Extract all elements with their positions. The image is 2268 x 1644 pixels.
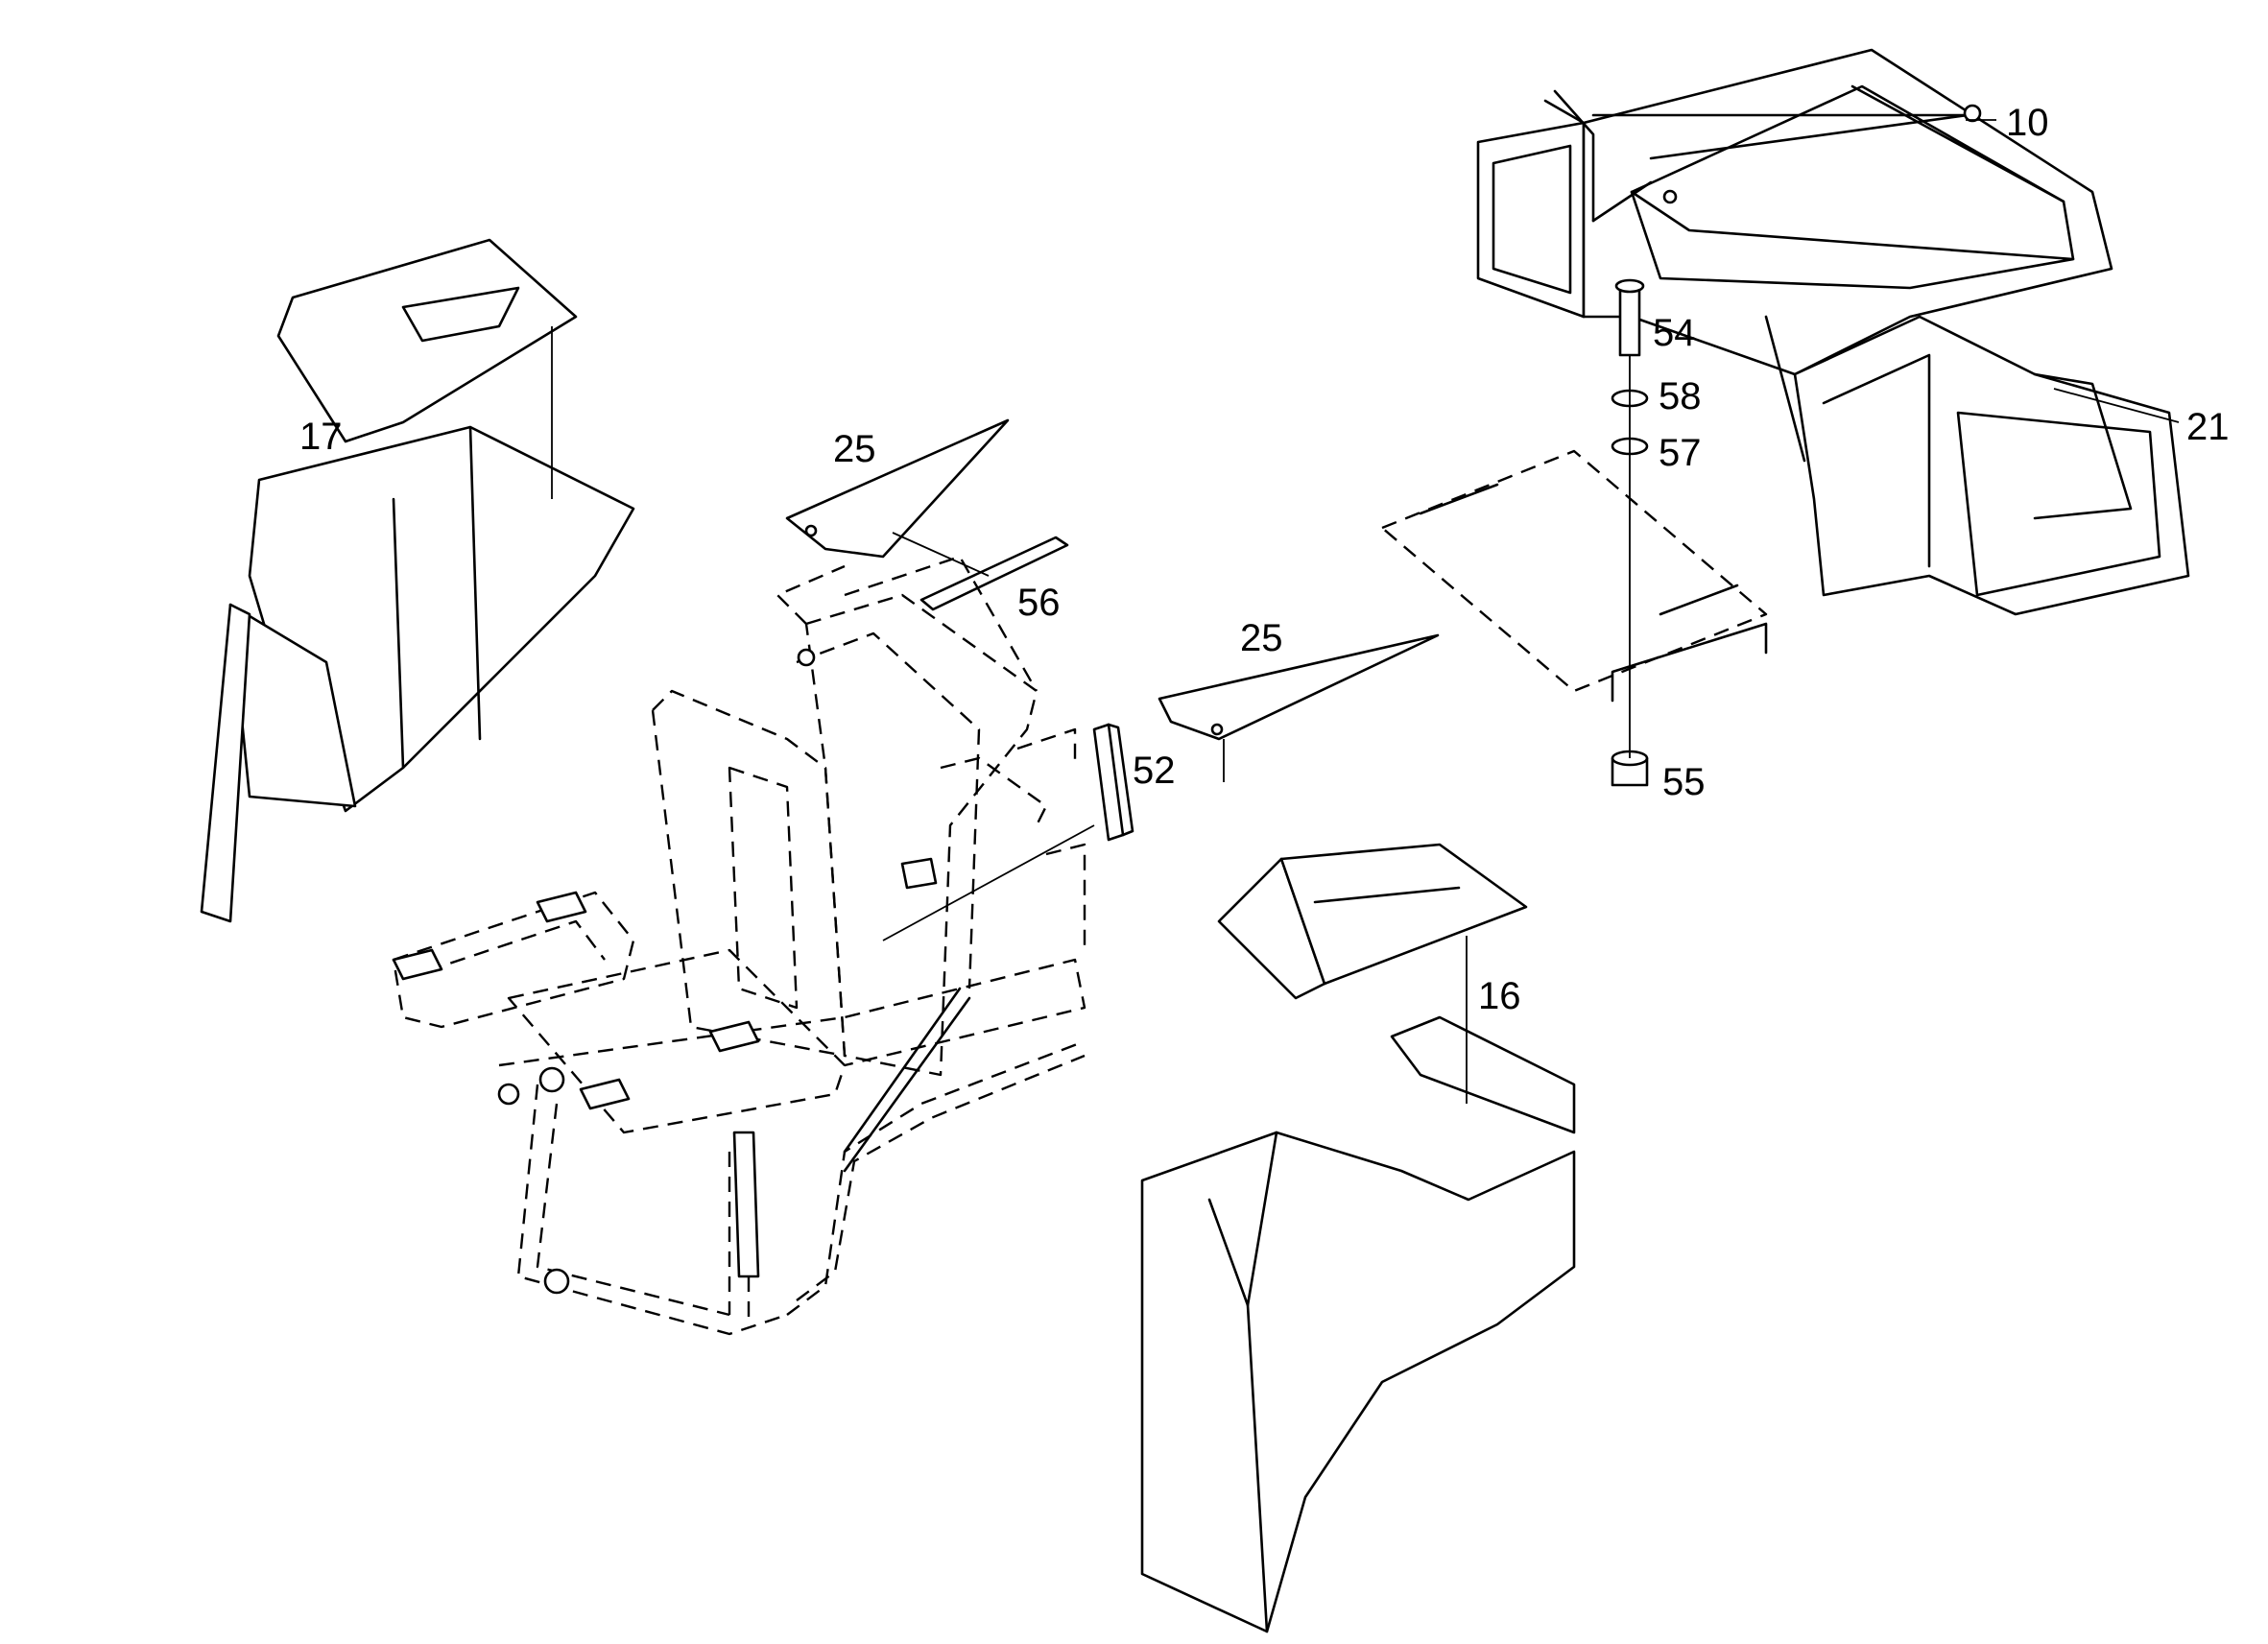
chassis-frame-dashed [392, 555, 1086, 1336]
callout-54: 54 [1653, 312, 1696, 354]
part-fender-left [200, 238, 635, 923]
part-rod-56 [892, 532, 1069, 611]
callout-55: 55 [1662, 761, 1706, 803]
leader-21 [2053, 388, 2180, 423]
callout-57: 57 [1659, 432, 1702, 474]
callout-10: 10 [2006, 102, 2049, 144]
chassis-mount-pads [392, 648, 971, 1295]
callout-17: 17 [299, 416, 343, 458]
part-bolt-stack [1611, 278, 1649, 787]
callout-25-right: 25 [1240, 617, 1283, 659]
part-cab-canopy [1476, 48, 2190, 616]
part-gusset-25-left [785, 418, 1010, 559]
callout-58: 58 [1659, 375, 1702, 417]
callout-52: 52 [1133, 750, 1176, 792]
part-bracket-52 [882, 723, 1134, 941]
part-fender-right [1140, 843, 1576, 1633]
part-gusset-25-right [1158, 633, 1440, 782]
callout-56: 56 [1017, 582, 1061, 624]
callout-16: 16 [1478, 975, 1521, 1017]
callout-21: 21 [2186, 406, 2230, 448]
part-floor-plate [1380, 449, 1768, 703]
callout-25-left: 25 [833, 428, 876, 470]
